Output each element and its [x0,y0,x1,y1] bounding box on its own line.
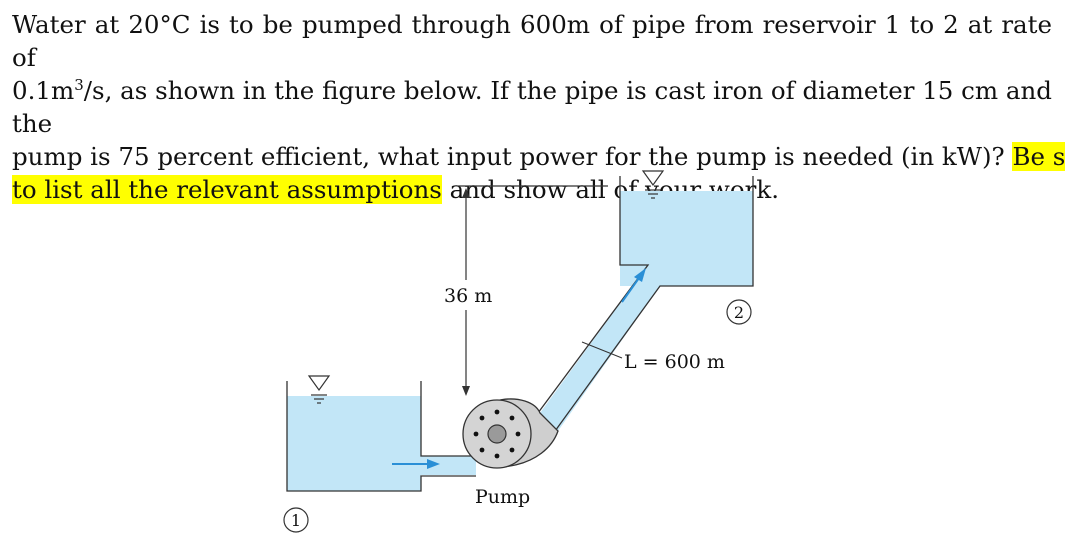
reservoir-1-water [287,396,421,491]
inlet-pipe [421,456,476,475]
inlet-flow-arrowhead [427,459,440,469]
pump-label: Pump [475,486,530,508]
highlight-assumptions: to list all the relevant assumptions [12,175,442,204]
reservoir-1-label: 1 [291,511,301,530]
reservoir-2-water [620,191,753,286]
problem-line-2-rest: /s, as shown in the figure below. If the… [12,76,1052,138]
pipe-flow-arrowhead [634,268,646,282]
incline-pipe [540,265,660,431]
problem-line-3-text: pump is 75 percent efficient, what input… [12,142,1013,171]
pump-impeller-dots [473,409,521,459]
reservoir-1-marker [283,507,309,533]
reservoir-1-wall-right [420,381,476,457]
free-surface-icon [307,375,331,392]
reservoir-2-wall-right [549,176,754,439]
reservoir-2-marker [726,299,752,325]
highlight-be-sure: Be sure [1012,142,1065,171]
problem-statement: Water at 20°C is to be pumped through 60… [12,8,1065,206]
free-surface-icon [641,170,665,187]
problem-line-2: 0.1m3/s, as shown in the figure below. I… [12,74,1052,140]
length-label: L = 600 m [624,351,725,373]
length-leader [581,341,623,359]
problem-line-3: pump is 75 percent efficient, what input… [12,140,1065,173]
reservoir-2-wall-left [531,176,650,422]
problem-line-1: Water at 20°C is to be pumped through 60… [12,10,1052,72]
pump-shaft [487,424,507,444]
cubic-superscript: 3 [74,75,84,94]
reservoir-1-wall [286,381,476,492]
problem-line-4: to list all the relevant assumptions and… [12,173,1052,206]
flow-rate-value: 0.1m [12,76,75,105]
height-label: 36 m [444,285,492,307]
reservoir-2-label: 2 [734,303,744,322]
pipe-flow-arrow [621,277,640,303]
